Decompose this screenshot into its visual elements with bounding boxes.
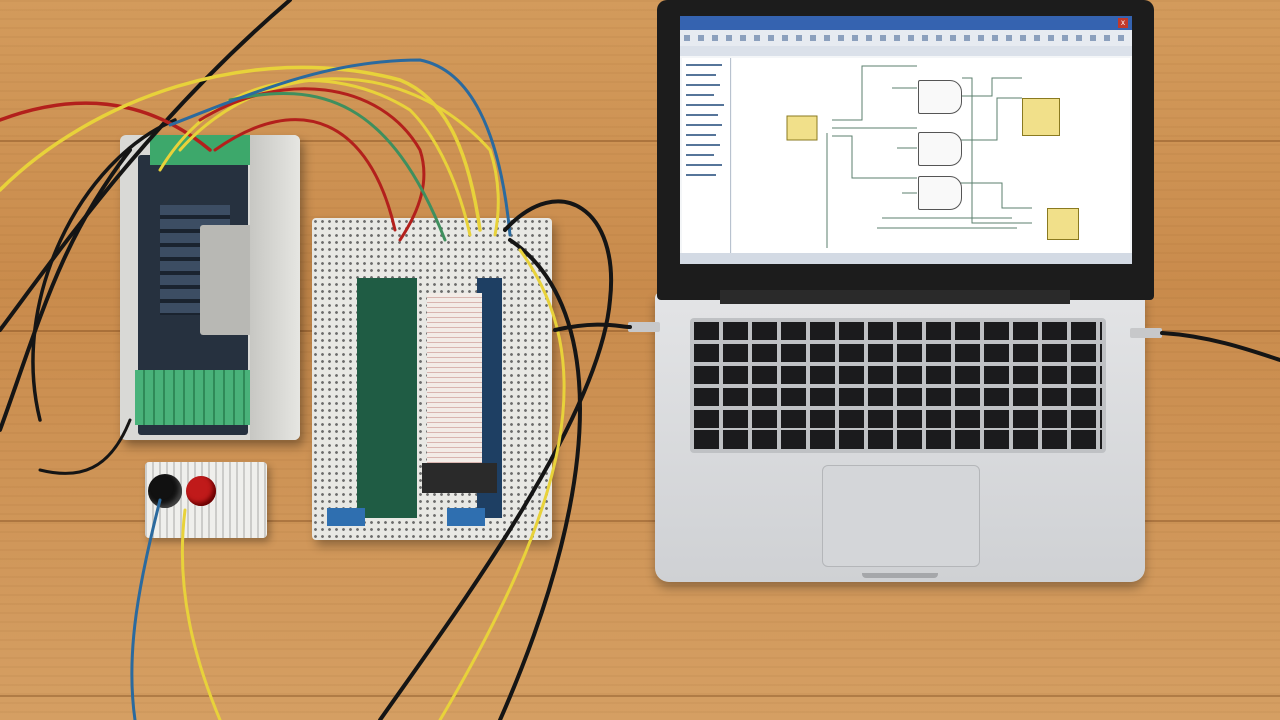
close-icon[interactable]: x [1118,18,1128,28]
app-title-bar: x [680,16,1132,30]
driver-chip [422,463,497,493]
laptop-front-notch [862,573,938,578]
tree-item[interactable] [686,144,720,146]
logic-gate[interactable] [918,132,962,166]
black-wire [31,118,177,422]
project-tree-panel[interactable] [682,58,731,253]
key-row[interactable] [694,344,1102,362]
laptop-screen: x [680,16,1132,264]
status-bar [680,253,1132,264]
key-row[interactable] [694,388,1102,406]
function-block[interactable] [1022,98,1060,136]
tree-item[interactable] [686,94,714,96]
blue-wire [130,498,162,720]
wood-grain-line [0,140,1280,142]
ribbon-module [427,293,482,468]
screw-terminal [327,508,365,526]
usb-plug-left [628,322,660,332]
app-menu-bar[interactable] [680,46,1132,56]
key-row[interactable] [694,410,1102,428]
laptop-keyboard[interactable] [690,318,1106,453]
plc-bottom-terminal-block [135,370,255,425]
tree-item[interactable] [686,134,716,136]
red-push-button[interactable] [186,476,216,506]
tree-item[interactable] [686,154,714,156]
tree-item[interactable] [686,114,718,116]
key-row[interactable] [694,366,1102,384]
key-row-space[interactable] [694,430,1102,449]
black-wire [0,0,292,332]
black-wire [38,418,132,475]
tree-item[interactable] [686,124,722,126]
plc-controller [120,135,300,440]
logic-gate[interactable] [918,80,962,114]
breadboard [312,218,552,540]
usb-cable-left [553,322,632,332]
key-row[interactable] [694,322,1102,340]
logic-diagram-canvas[interactable] [732,58,1130,253]
usb-cable-right [1160,331,1280,362]
input-block [786,115,818,141]
app-toolbar[interactable] [680,30,1132,46]
tree-item[interactable] [686,64,722,66]
laptop-hinge [720,290,1070,304]
breadboard-green-module [357,278,417,518]
blue-wire [168,58,512,237]
black-wire [498,238,582,720]
tree-item[interactable] [686,174,716,176]
function-block[interactable] [1047,208,1079,240]
usb-plug-right [1130,328,1162,338]
yellow-wire [178,77,500,237]
black-wire [0,148,132,432]
laptop-trackpad[interactable] [822,465,980,567]
screw-terminal [447,508,485,526]
logic-diagram [786,65,1032,248]
tree-item[interactable] [686,84,720,86]
logic-gate[interactable] [918,176,962,210]
red-wire [213,118,397,232]
wood-grain-line [0,695,1280,697]
wood-grain-line [0,520,1280,522]
yellow-wire [438,248,566,720]
plc-housing-side [250,135,300,440]
tree-item[interactable] [686,74,716,76]
black-push-button[interactable] [148,474,182,508]
tree-item[interactable] [686,104,724,106]
black-wire [378,199,614,720]
green-wire [228,91,447,242]
tree-item[interactable] [686,164,722,166]
yellow-wire [180,508,222,720]
